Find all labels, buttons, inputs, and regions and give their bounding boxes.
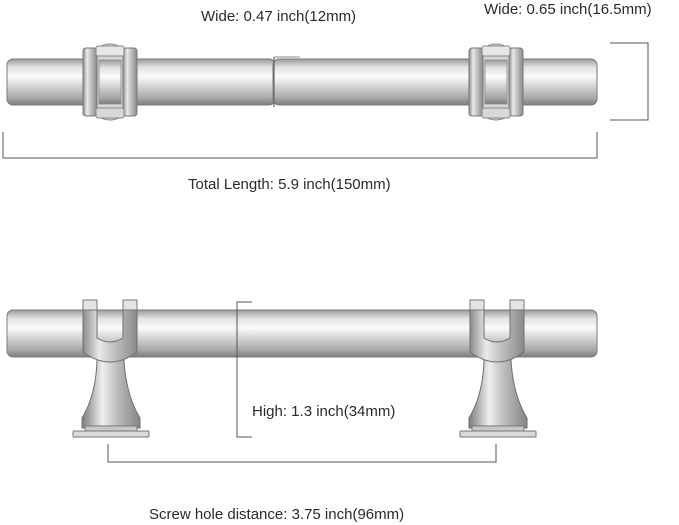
- clamp-width-label: Wide: 0.65 inch(16.5mm): [484, 1, 652, 18]
- top-view-handle: [6, 43, 598, 121]
- total-length-bracket: [2, 132, 598, 159]
- width-bracket: [610, 42, 649, 121]
- top-clamp-right: [468, 43, 524, 121]
- side-clamp-left: [82, 299, 138, 363]
- height-bracket: [236, 301, 252, 438]
- top-clamp-left: [82, 43, 138, 121]
- side-post-left: [72, 359, 150, 438]
- bar-width-label: Wide: 0.47 inch(12mm): [201, 8, 357, 25]
- top-bar-left: [6, 58, 276, 106]
- total-length-label: Total Length: 5.9 inch(150mm): [188, 176, 391, 193]
- screw-hole-distance-label: Screw hole distance: 3.75 inch(96mm): [149, 506, 405, 523]
- side-view-handle: [6, 299, 598, 438]
- side-bar: [6, 309, 598, 358]
- top-bar-right: [272, 58, 598, 106]
- screw-distance-bracket: [107, 444, 497, 463]
- height-label: High: 1.3 inch(34mm): [252, 403, 396, 420]
- side-clamp-right: [469, 299, 525, 363]
- side-post-right: [459, 359, 537, 438]
